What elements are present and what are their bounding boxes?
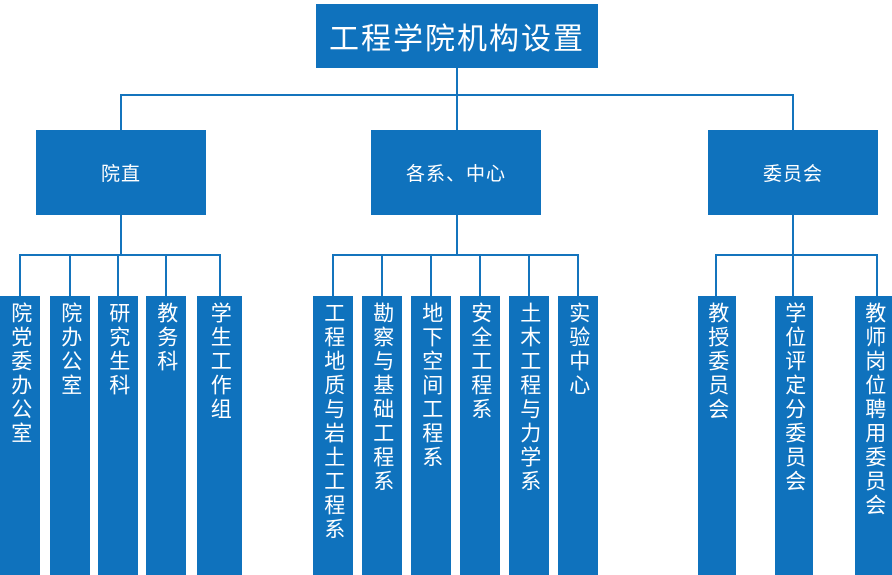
org-node-root[interactable]: 工程学院机构设置 — [316, 4, 598, 68]
org-node-branch-1[interactable]: 院直 — [36, 130, 206, 215]
org-node-branch-2-label: 各系、中心 — [405, 163, 506, 185]
org-node-b1-c2-label: 院办公室 — [58, 302, 83, 398]
connector-drop-branch-3 — [792, 94, 794, 130]
org-node-b2-c5-label: 土木工程与力学系 — [517, 302, 542, 494]
org-node-b2-c3[interactable]: 地下空间工程系 — [411, 296, 451, 575]
org-node-b1-c1-label: 院党委办公室 — [8, 302, 33, 446]
connector-drop-b1-c1 — [19, 254, 21, 296]
connector-drop-b1-c4 — [165, 254, 167, 296]
org-node-branch-1-label: 院直 — [100, 163, 141, 185]
connector-drop-b2-c6 — [577, 254, 579, 296]
org-node-b2-c3-label: 地下空间工程系 — [419, 302, 444, 470]
connector-drop-b2-c3 — [430, 254, 432, 296]
connector-branch-2-stem — [456, 215, 458, 254]
org-node-b3-c1-label: 教授委员会 — [705, 302, 730, 422]
org-node-b3-c3[interactable]: 教师岗位聘用委员会 — [855, 296, 892, 575]
connector-branch-2-bus — [332, 254, 579, 256]
org-node-b2-c1[interactable]: 工程地质与岩土工程系 — [313, 296, 353, 575]
org-node-b1-c2[interactable]: 院办公室 — [50, 296, 90, 575]
connector-drop-b2-c2 — [381, 254, 383, 296]
org-node-b2-c1-label: 工程地质与岩土工程系 — [321, 302, 346, 542]
connector-drop-b3-c1 — [715, 254, 717, 296]
org-node-b1-c4-label: 教务科 — [154, 302, 179, 374]
org-node-b1-c3-label: 研究生科 — [106, 302, 131, 398]
org-node-b3-c3-label: 教师岗位聘用委员会 — [862, 302, 887, 518]
org-node-b3-c2-label: 学位评定分委员会 — [782, 302, 807, 494]
org-node-b1-c3[interactable]: 研究生科 — [98, 296, 138, 575]
connector-branch-1-stem — [120, 215, 122, 254]
org-node-b2-c4[interactable]: 安全工程系 — [460, 296, 500, 575]
connector-drop-branch-2 — [456, 94, 458, 130]
org-node-b3-c1[interactable]: 教授委员会 — [698, 296, 736, 575]
connector-drop-b3-c3 — [876, 254, 878, 296]
org-node-b2-c6-label: 实验中心 — [566, 302, 591, 398]
org-node-root-label: 工程学院机构设置 — [329, 22, 585, 57]
connector-branch-3-bus — [715, 254, 878, 256]
org-node-b2-c6[interactable]: 实验中心 — [558, 296, 598, 575]
connector-branch-1-bus — [19, 254, 221, 256]
org-node-branch-2[interactable]: 各系、中心 — [371, 130, 541, 215]
org-node-b1-c1[interactable]: 院党委办公室 — [0, 296, 40, 575]
connector-root-stem — [456, 68, 458, 94]
org-node-branch-3-label: 委员会 — [762, 163, 823, 185]
org-node-branch-3[interactable]: 委员会 — [708, 130, 878, 215]
connector-drop-branch-1 — [120, 94, 122, 130]
connector-drop-b2-c4 — [479, 254, 481, 296]
org-node-b2-c4-label: 安全工程系 — [468, 302, 493, 422]
org-node-b2-c5[interactable]: 土木工程与力学系 — [509, 296, 549, 575]
org-node-b2-c2-label: 勘察与基础工程系 — [370, 302, 395, 494]
org-node-b1-c5[interactable]: 学生工作组 — [197, 296, 242, 575]
connector-branch-3-stem — [792, 215, 794, 254]
org-node-b1-c4[interactable]: 教务科 — [146, 296, 186, 575]
connector-drop-b1-c3 — [117, 254, 119, 296]
connector-drop-b2-c5 — [528, 254, 530, 296]
connector-drop-b1-c5 — [219, 254, 221, 296]
connector-drop-b3-c2 — [792, 254, 794, 296]
org-node-b3-c2[interactable]: 学位评定分委员会 — [775, 296, 813, 575]
org-node-b1-c5-label: 学生工作组 — [208, 302, 233, 422]
org-node-b2-c2[interactable]: 勘察与基础工程系 — [362, 296, 402, 575]
connector-drop-b1-c2 — [69, 254, 71, 296]
connector-drop-b2-c1 — [332, 254, 334, 296]
